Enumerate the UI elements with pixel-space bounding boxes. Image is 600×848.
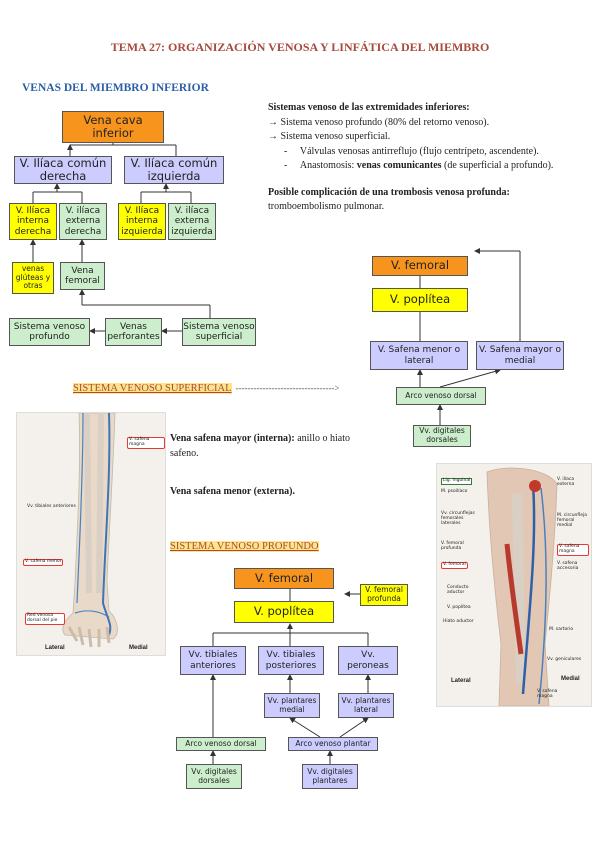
- superficial-dashes: --------------------------------->: [235, 383, 340, 393]
- box-p-digitales-dorsales: Vv. digitales dorsales: [186, 764, 242, 789]
- text-dash-2: - Anastomosis: venas comunicantes (de su…: [284, 160, 554, 171]
- box-p-tibiales-ant: Vv. tibiales anteriores: [180, 646, 246, 675]
- leg-illustration: V. safena magna Vv. tibiales anteriores …: [16, 412, 166, 656]
- label-lateral-2: Lateral: [451, 678, 471, 684]
- label-medial-1: Medial: [129, 645, 148, 651]
- text-heading: Sistemas venoso de las extremidades infe…: [268, 102, 470, 113]
- label-medial-2: Medial: [561, 676, 580, 682]
- box-venas-gluteas: venas glúteas y otras: [12, 262, 54, 294]
- box-p-poplitea: V. poplítea: [234, 601, 334, 623]
- label-circunfleja-med: M. circunfleja femoral medial: [557, 513, 588, 528]
- box-venas-perforantes: Venas perforantes: [105, 318, 162, 346]
- box-vena-cava: Vena cava inferior: [62, 111, 164, 143]
- box-p-arco-dorsal: Arco venoso dorsal: [176, 737, 266, 751]
- box-iliaca-externa-izq: V. ilíaca externa izquierda: [168, 203, 216, 240]
- label-femoral-profunda: V. femoral profunda: [441, 541, 464, 551]
- safena-mayor-text: Vena safena mayor (interna): anillo o hi…: [170, 432, 350, 461]
- box-iliaca-comun-izq: V. Ilíaca común izquierda: [124, 156, 224, 184]
- superficial-row: SISTEMA VENOSO SUPERFICIAL -------------…: [73, 378, 339, 396]
- leg-drawing: [62, 413, 118, 648]
- label-lig-inguinal: Lig. inguinal: [441, 478, 473, 485]
- safena-menor-text: Vena safena menor (externa).: [170, 486, 295, 497]
- box-p-femoral-profunda: V. femoral profunda: [360, 584, 408, 606]
- profundo-row: SISTEMA VENOSO PROFUNDO: [170, 536, 319, 554]
- text-superficial-profundo: (de superficial a profundo).: [441, 160, 554, 171]
- box-sistema-superficial: Sistema venoso superficial: [182, 318, 256, 346]
- safena-mayor-rest: anillo o hiato safeno.: [170, 433, 350, 459]
- box-sistema-profundo: Sistema venoso profundo: [9, 318, 90, 346]
- text-complication: Posible complicación de una trombosis ve…: [268, 186, 510, 198]
- box-d2-arco: Arco venoso dorsal: [396, 387, 486, 405]
- superficial-label: SISTEMA VENOSO SUPERFICIAL: [73, 383, 232, 394]
- box-d2-femoral: V. femoral: [372, 256, 468, 276]
- label-v-iliaca-ext: V. ilíaca externa: [557, 477, 575, 487]
- text-block: Sistemas venoso de las extremidades infe…: [268, 101, 593, 215]
- text-valvulas: Válvulas venosas antirreflujo (flujo cen…: [299, 145, 539, 157]
- section-heading: VENAS DEL MIEMBRO INFERIOR: [22, 82, 209, 94]
- label-geniculares: Vv. geniculares: [547, 657, 582, 662]
- box-p-plantares-lat: Vv. plantares lateral: [338, 693, 394, 718]
- label-v-femoral: V. femoral: [441, 562, 468, 569]
- thigh-illustration: Lig. inguinal M. psoilíaco Vv. circunfle…: [436, 463, 592, 707]
- text-anastomosis: Anastomosis:: [299, 160, 357, 171]
- box-d2-safena-mayor: V. Safena mayor o medial: [476, 341, 564, 370]
- label-tibiales: Vv. tibiales anteriores: [27, 504, 76, 509]
- box-iliaca-interna-der: V. Ilíaca interna derecha: [9, 203, 57, 240]
- box-p-peroneas: Vv. peroneas: [338, 646, 398, 675]
- box-d2-safena-menor: V. Safena menor o lateral: [370, 341, 468, 370]
- label-safena-magna: V. safena magna: [127, 437, 165, 449]
- box-p-digitales-plantares: Vv. digitales plantares: [302, 764, 358, 789]
- label-lateral-1: Lateral: [45, 645, 65, 651]
- page-title: TEMA 27: ORGANIZACIÓN VENOSA Y LINFÁTICA…: [110, 40, 490, 54]
- box-d2-poplitea: V. poplítea: [372, 288, 468, 312]
- text-tromboembolismo: tromboembolismo pulmonar.: [268, 201, 385, 212]
- box-d2-digitales: Vv. digitales dorsales: [413, 425, 471, 447]
- box-iliaca-comun-der: V. Ilíaca común derecha: [14, 156, 112, 184]
- text-bullet-1: → Sistema venoso profundo (80% del retor…: [268, 116, 490, 128]
- label-conducto: Conducto aductor: [447, 585, 469, 595]
- label-safena-bottom: V. safena magna: [537, 689, 558, 699]
- box-p-arco-plantar: Arco venoso plantar: [288, 737, 378, 751]
- text-dash-1: - Válvulas venosas antirreflujo (flujo c…: [284, 145, 539, 157]
- box-p-plantares-med: Vv. plantares medial: [264, 693, 320, 718]
- label-safena-accesoria: V. safena accesoria: [557, 561, 579, 571]
- box-p-tibiales-post: Vv. tibiales posteriores: [258, 646, 324, 675]
- box-p-femoral: V. femoral: [234, 568, 334, 589]
- thigh-drawing: [486, 467, 558, 706]
- text-bullet-2: → Sistema venoso superficial.: [268, 131, 391, 142]
- label-circunflejas: Vv. circunflejas femorales laterales: [441, 511, 475, 526]
- label-m-sartorio: M. sartorio: [549, 627, 574, 632]
- label-v-safena-magna: V. safena magna: [557, 544, 589, 556]
- box-iliaca-interna-izq: V. Ilíaca interna izquierda: [118, 203, 166, 240]
- safena-mayor-bold: Vena safena mayor (interna):: [170, 433, 295, 444]
- text-comunicantes: venas comunicantes: [356, 160, 442, 171]
- label-m-psoas: M. psoilíaco: [441, 489, 468, 494]
- label-hiato: Hiato aductor: [443, 619, 474, 624]
- box-vena-femoral: Vena femoral: [60, 262, 105, 290]
- label-safena-menor: V. safena menor: [23, 559, 64, 566]
- profundo-label: SISTEMA VENOSO PROFUNDO: [170, 541, 319, 552]
- label-v-poplitea: V. poplítea: [447, 605, 471, 610]
- box-iliaca-externa-der: V. ilíaca externa derecha: [59, 203, 107, 240]
- label-red-dorsal: Red venosa dorsal del pie: [25, 613, 65, 625]
